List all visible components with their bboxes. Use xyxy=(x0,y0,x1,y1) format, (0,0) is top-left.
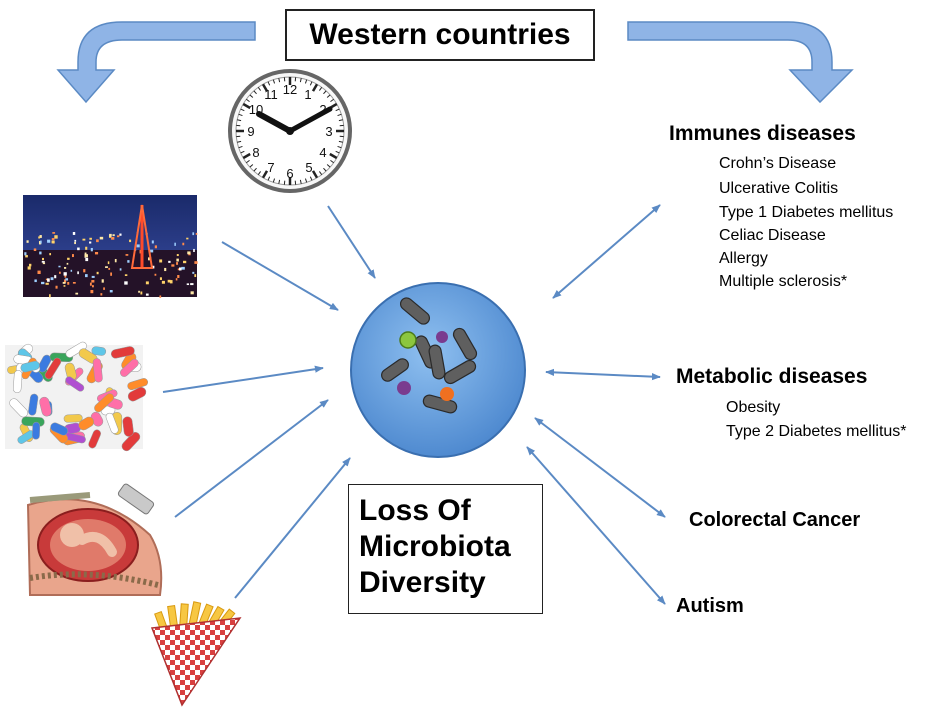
loss-of-diversity-box: Loss Of Microbiota Diversity xyxy=(348,484,543,614)
svg-text:3: 3 xyxy=(325,124,332,139)
loss-label-line-1: Loss Of xyxy=(359,494,471,527)
microbiota-circle xyxy=(350,282,526,458)
svg-text:12: 12 xyxy=(283,82,297,97)
arrow-microbiota-metabolic xyxy=(545,368,661,381)
arrow-pills-to-microbiota xyxy=(162,365,324,393)
immune-item-multiple-sclerosis: Multiple sclerosis* xyxy=(719,273,848,290)
loss-label-line-3: Diversity xyxy=(359,566,486,599)
immune-item-allergy: Allergy xyxy=(719,250,768,267)
french-fries-icon xyxy=(150,601,242,707)
svg-text:1: 1 xyxy=(304,87,311,102)
colorectal-cancer-label: Colorectal Cancer xyxy=(689,509,861,531)
svg-text:2: 2 xyxy=(319,102,326,117)
pills-photo xyxy=(5,341,148,452)
immune-diseases-heading: Immunes diseases xyxy=(669,122,856,145)
curved-arrow-right xyxy=(627,21,854,104)
svg-text:5: 5 xyxy=(305,160,312,175)
arrow-fries-to-microbiota xyxy=(234,457,351,599)
arrow-microbiota-immune xyxy=(552,204,661,299)
arrow-clock-to-microbiota xyxy=(327,205,376,279)
arrow-city-to-microbiota xyxy=(221,241,339,311)
arrow-microbiota-colorectal xyxy=(534,417,666,518)
autism-label: Autism xyxy=(676,595,744,617)
title-box: Western countries xyxy=(285,9,595,61)
metabolic-diseases-heading: Metabolic diseases xyxy=(676,365,868,388)
immune-item-type1-diabetes: Type 1 Diabetes mellitus xyxy=(719,204,894,221)
immune-item-crohns: Crohn’s Disease xyxy=(719,155,837,172)
svg-text:11: 11 xyxy=(264,87,278,102)
svg-text:6: 6 xyxy=(286,166,293,181)
immune-item-ulcerative-colitis: Ulcerative Colitis xyxy=(719,180,839,197)
metabolic-item-obesity: Obesity xyxy=(726,399,781,416)
arrow-microbiota-autism xyxy=(526,446,666,605)
immune-item-celiac: Celiac Disease xyxy=(719,227,826,244)
curved-arrow-left xyxy=(56,21,256,104)
c-section-birth-illustration xyxy=(26,483,163,596)
arrow-birth-to-microbiota xyxy=(174,399,329,518)
title-text: Western countries xyxy=(309,18,571,51)
loss-label-line-2: Microbiota xyxy=(359,530,511,563)
clock-icon: 12 1 2 3 4 5 6 7 8 9 10 11 xyxy=(228,69,352,193)
svg-text:8: 8 xyxy=(252,145,259,160)
metabolic-item-type2-diabetes: Type 2 Diabetes mellitus* xyxy=(726,423,907,440)
svg-text:9: 9 xyxy=(247,124,254,139)
svg-text:4: 4 xyxy=(319,145,326,160)
night-city-photo xyxy=(23,195,198,298)
svg-text:7: 7 xyxy=(267,160,274,175)
